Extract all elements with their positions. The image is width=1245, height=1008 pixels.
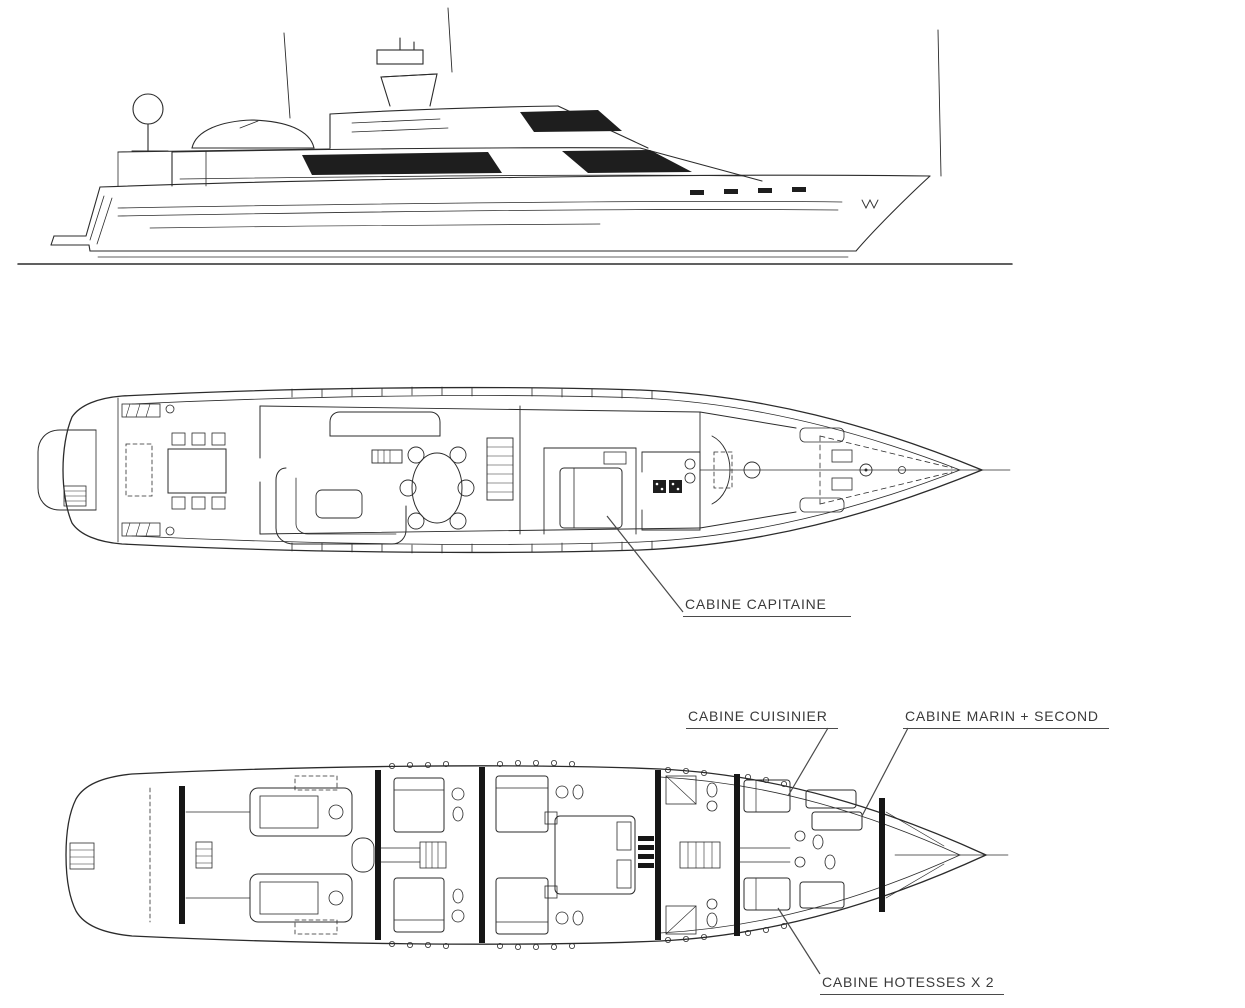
master-bed — [554, 815, 636, 895]
marin-bunk-lower — [811, 811, 863, 831]
main-deck-hull — [62, 386, 984, 554]
leader-lines — [606, 515, 909, 975]
label-cabine-capitaine: CABINE CAPITAINE — [683, 596, 851, 617]
main-deck-plan — [37, 386, 1011, 554]
lower-deck-plan — [65, 760, 1009, 951]
main-window-band — [302, 152, 502, 175]
leader-cabine-marin — [861, 727, 909, 817]
engine-port — [249, 787, 353, 837]
lower-deck-hull — [65, 765, 988, 945]
helm-seat — [743, 461, 761, 479]
antenna-mast — [447, 7, 453, 73]
stove — [653, 480, 666, 493]
side-profile-view — [17, 7, 1013, 265]
leader-cabine-capitaine — [606, 515, 684, 613]
radar-unit — [376, 49, 424, 65]
engine-starboard — [249, 873, 353, 923]
hotesses-bed-1 — [743, 877, 791, 911]
tender-boat — [191, 119, 315, 149]
bulkheads — [179, 767, 885, 943]
bow-logo — [861, 198, 879, 210]
radar-arch — [380, 73, 438, 107]
label-cabine-cuisinier: CABINE CUISINIER — [686, 708, 838, 729]
fwd-window-band — [562, 150, 692, 173]
antenna-aft — [283, 32, 291, 119]
upper-window-band — [520, 110, 622, 132]
leader-cabine-cuisinier — [787, 727, 829, 797]
label-cabine-hotesses: CABINE HOTESSES X 2 — [820, 974, 1005, 995]
dining-table — [411, 452, 463, 524]
profile-sheer-line — [99, 174, 931, 188]
marin-bunk-upper — [805, 789, 857, 809]
profile-stem — [855, 175, 931, 252]
label-cabine-marin-second: CABINE MARIN + SECOND — [903, 708, 1109, 729]
captain-bed — [559, 467, 623, 529]
profile-transom — [85, 186, 101, 237]
helm-console — [711, 435, 731, 505]
leader-cabine-hotesses — [777, 907, 821, 975]
cuisinier-bed — [743, 779, 791, 813]
aft-deck-table — [167, 448, 227, 494]
salon-stairs — [486, 437, 514, 501]
guest-bed — [393, 777, 445, 833]
hotesses-bed-2 — [799, 881, 845, 909]
salon-sofa — [275, 467, 407, 545]
windlass — [859, 463, 873, 477]
antenna-bow — [937, 29, 942, 177]
satellite-dome — [132, 93, 164, 125]
